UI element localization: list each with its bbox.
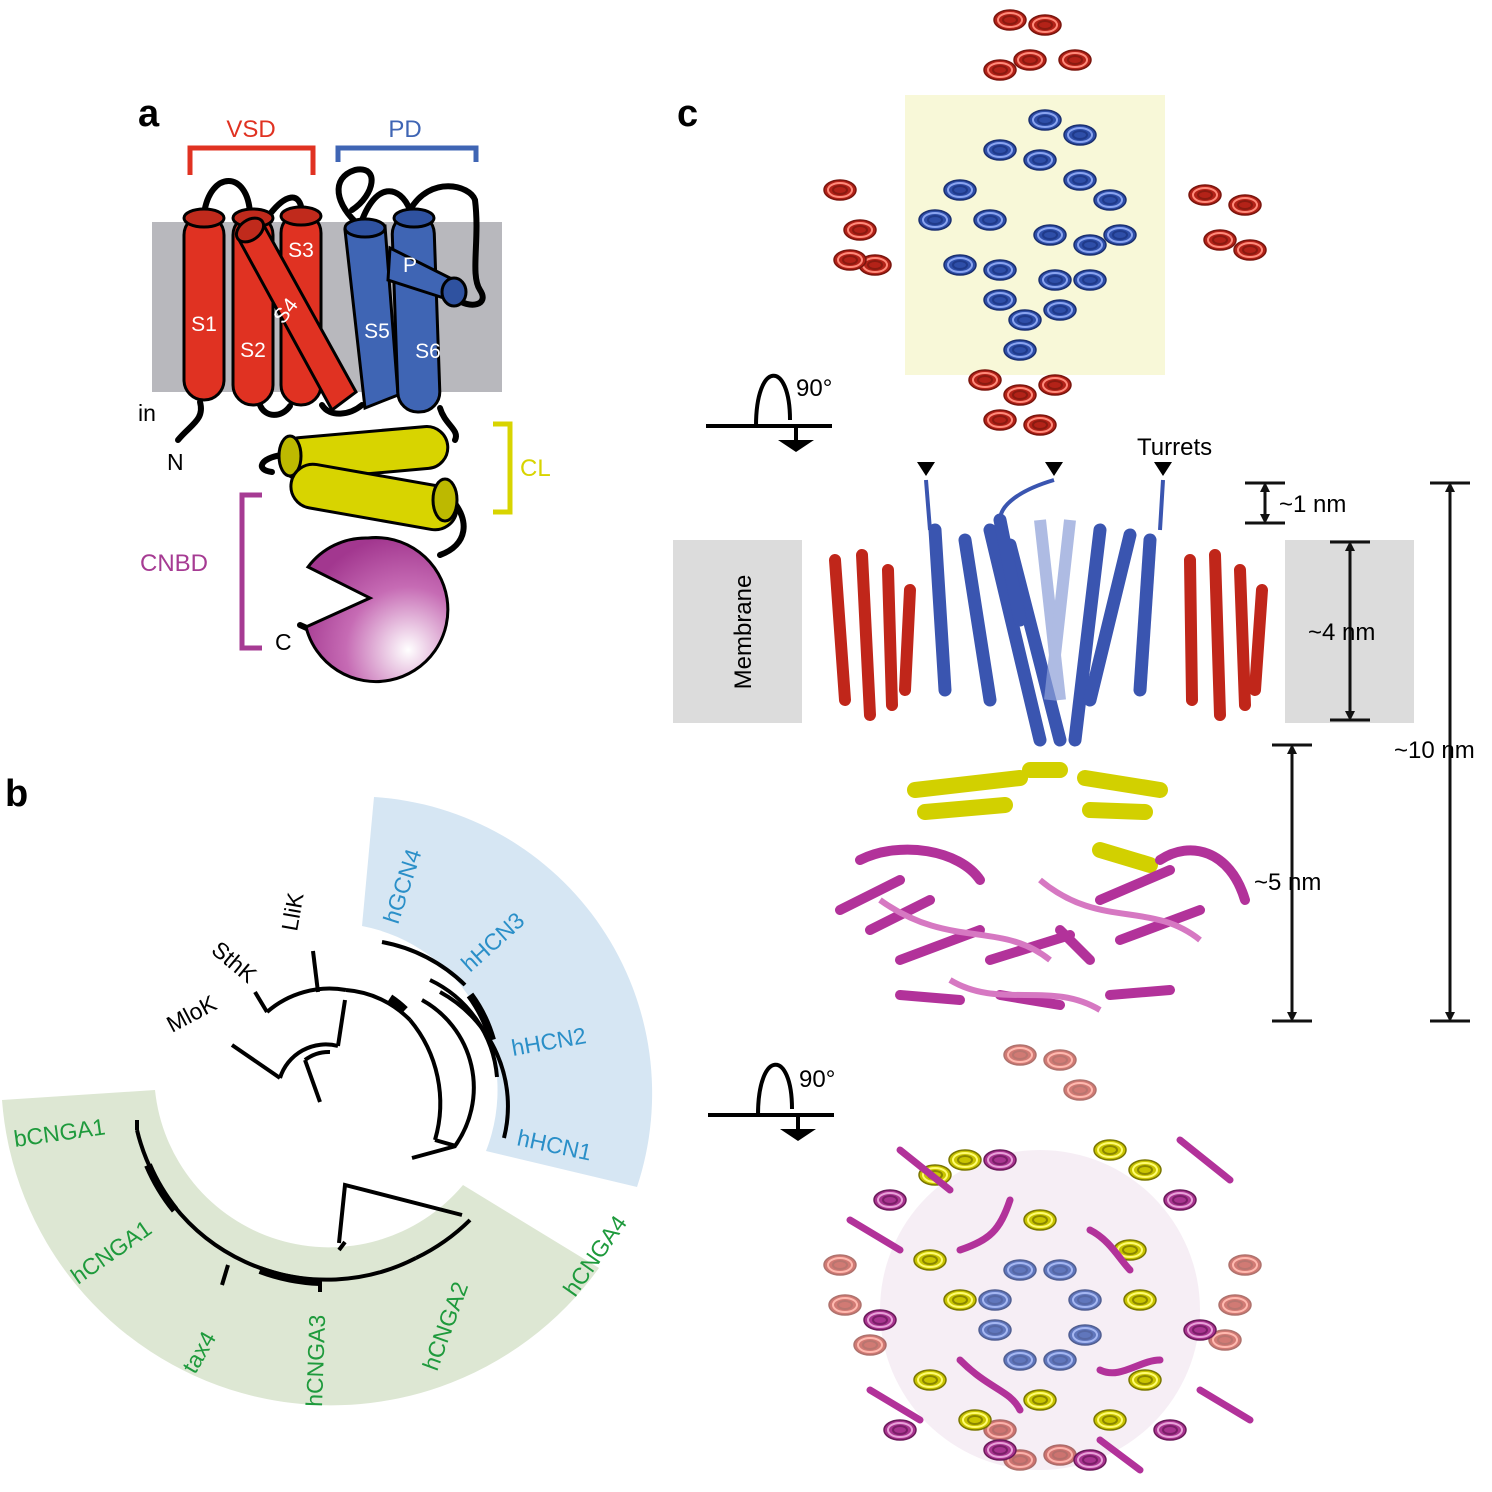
top-view-structure (823, 9, 1267, 436)
rotation-label-top: 90° (796, 375, 832, 402)
leaf-llik: LliK (276, 890, 308, 933)
hcn-sector (362, 797, 653, 1187)
connecting-loops (175, 166, 486, 637)
pd-helices (343, 207, 468, 414)
s1-label: S1 (191, 313, 217, 336)
bottom-view-structure (823, 1044, 1262, 1474)
membrane-label: Membrane (730, 575, 757, 690)
dimension-lines (1245, 481, 1470, 1023)
rotation-arrow-top (706, 373, 832, 452)
c-linker (277, 425, 459, 532)
vsd-helices (182, 205, 358, 413)
side-view-structure (829, 478, 1268, 1013)
panel-a-label: a (138, 93, 160, 135)
dimension-10nm-label: ~10 nm (1394, 737, 1475, 764)
dimension-1nm-label: ~1 nm (1279, 491, 1346, 518)
leaf-sthk: SthK (207, 936, 262, 988)
leaf-hcnga3: hCNGA3 (301, 1314, 330, 1407)
p-label: P (403, 254, 417, 277)
s6-label: S6 (415, 340, 441, 363)
cl-side (907, 762, 1168, 873)
cl-label: CL (520, 455, 551, 482)
panel-b-label: b (5, 773, 28, 815)
pd-label: PD (388, 116, 421, 143)
in-label: in (138, 400, 156, 426)
panel-b: b (2, 773, 653, 1407)
pd-bracket (335, 145, 479, 162)
s3-label: S3 (288, 239, 314, 262)
panel-c-label: c (677, 93, 698, 135)
rotation-label-bottom: 90° (799, 1066, 835, 1093)
s2-label: S2 (240, 339, 266, 362)
vsd-side-left (829, 549, 916, 721)
helix-s6 (390, 212, 442, 414)
pd-side (928, 513, 1157, 747)
dimension-5nm-label: ~5 nm (1254, 869, 1321, 896)
dimension-4nm-label: ~4 nm (1308, 619, 1375, 646)
phylogenetic-tree (135, 940, 510, 1292)
cl-bracket (493, 421, 513, 515)
tree-thick-segments (144, 992, 496, 1286)
leaf-mlok: MloK (162, 990, 221, 1038)
rotation-arrow-bottom (708, 1062, 834, 1141)
turret-markers (917, 462, 1172, 476)
cnbd-label: CNBD (140, 550, 208, 577)
helix-s1 (182, 213, 226, 402)
c-terminus-label: C (275, 629, 292, 655)
s5-label: S5 (364, 320, 390, 343)
n-terminus-label: N (167, 449, 184, 475)
turrets-label: Turrets (1137, 434, 1212, 461)
vsd-label: VSD (226, 116, 275, 143)
cnbd-domain (304, 536, 450, 684)
cnbd-bracket (239, 492, 262, 651)
panel-a: a VSD PD (138, 93, 551, 684)
vsd-side-right (1184, 549, 1268, 721)
panel-c: c 90° (673, 9, 1475, 1474)
membrane-box-left (673, 540, 802, 723)
vsd-bracket (187, 145, 316, 175)
